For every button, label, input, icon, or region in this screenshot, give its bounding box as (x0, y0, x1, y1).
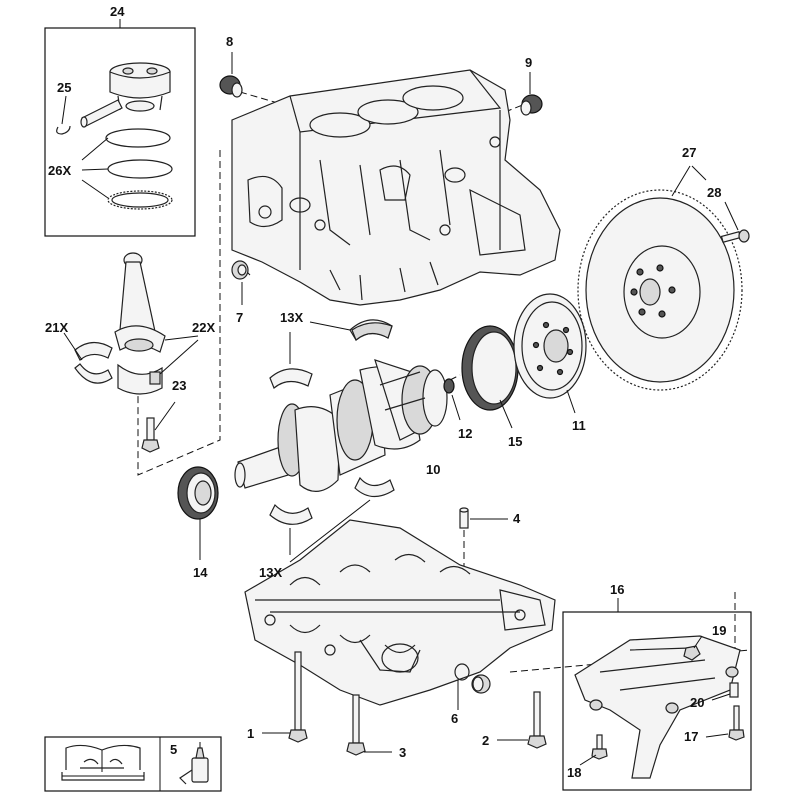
piston-pin (80, 99, 123, 128)
callout-21x: 21X (45, 320, 68, 335)
callout-22x: 22X (192, 320, 215, 335)
flexplate (513, 293, 587, 399)
callout-25: 25 (57, 80, 71, 95)
callout-15: 15 (508, 434, 522, 449)
legend-box (44, 736, 222, 792)
callout-3: 3 (399, 745, 406, 760)
dowel-pin (459, 507, 469, 529)
piston-ring-2 (107, 159, 173, 179)
callout-7: 7 (236, 310, 243, 325)
drain-plug (454, 663, 491, 694)
callout-8: 8 (226, 34, 233, 49)
callout-20: 20 (690, 695, 704, 710)
rear-oil-seal (461, 325, 519, 411)
baffle-spacer (729, 682, 739, 698)
callout-24: 24 (110, 4, 125, 19)
piston-detail-box (44, 19, 196, 237)
callout-9: 9 (525, 55, 532, 70)
repair-manual-icon (61, 744, 145, 781)
main-bearing-shell-upper-2 (269, 368, 313, 390)
core-plug-8 (219, 75, 243, 98)
connecting-rod-bolt (141, 417, 160, 453)
piston-ring-1 (105, 128, 171, 148)
callout-2: 2 (482, 733, 489, 748)
callout-23: 23 (172, 378, 186, 393)
bedplate (244, 519, 556, 706)
callout-13x-lower: 13X (259, 565, 282, 580)
callout-27: 27 (682, 145, 696, 160)
callout-1: 1 (247, 726, 254, 741)
callout-12: 12 (458, 426, 472, 441)
connecting-rod-cap (117, 363, 163, 395)
piston-ring-3 (107, 190, 173, 210)
seal-ring-7 (231, 260, 249, 280)
callout-11: 11 (572, 418, 586, 433)
baffle-bolt-18 (591, 734, 608, 760)
connecting-rod (114, 252, 166, 353)
callout-19: 19 (712, 623, 726, 638)
sealant-bottle-icon (179, 742, 209, 785)
main-bearing-shell-lower-1 (354, 476, 395, 498)
pilot-bush (443, 378, 455, 394)
callout-14: 14 (193, 565, 208, 580)
circlip (56, 125, 71, 135)
front-oil-seal (177, 466, 219, 520)
baffle-bolt-17 (728, 705, 745, 741)
callout-5: 5 (170, 742, 177, 757)
oil-baffle (574, 635, 741, 779)
callout-6: 6 (451, 711, 458, 726)
callout-13x-upper: 13X (280, 310, 303, 325)
cylinder-block (231, 69, 561, 306)
connecting-rod-bearing (74, 341, 113, 384)
oil-baffle-detail-box (562, 598, 752, 791)
callout-10: 10 (426, 462, 440, 477)
bedplate-bolt-1 (288, 651, 308, 743)
main-bearing-shell-lower-2 (269, 503, 313, 525)
callout-labels: 24 25 26X 8 9 27 28 7 13X 21X 22X 23 12 … (45, 4, 726, 780)
callout-17: 17 (684, 729, 698, 744)
callout-4: 4 (513, 511, 521, 526)
baffle-nut (683, 645, 701, 661)
flywheel-bolt (720, 229, 750, 243)
flywheel (577, 189, 743, 391)
piston (109, 62, 171, 112)
callout-18: 18 (567, 765, 581, 780)
core-plug-9 (520, 94, 543, 116)
bedplate-bolt-3 (346, 694, 366, 756)
main-bearing-shell-upper-1 (349, 319, 393, 342)
callout-16: 16 (610, 582, 624, 597)
callout-28: 28 (707, 185, 721, 200)
bedplate-bolt-2 (527, 691, 547, 749)
callout-26x: 26X (48, 163, 71, 178)
crankshaft (234, 359, 448, 492)
